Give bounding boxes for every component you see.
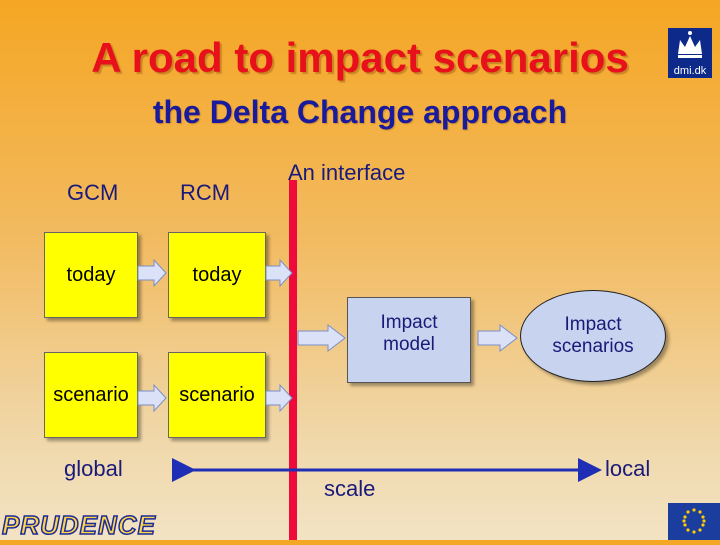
impact-scenarios-ellipse: Impact scenarios	[520, 290, 666, 382]
arrow-gcm-to-rcm-today	[137, 258, 167, 288]
slide-subtitle: the Delta Change approach	[152, 94, 568, 130]
gcm-scenario-box: scenario	[44, 352, 138, 438]
rcm-today-box: today	[168, 232, 266, 318]
interface-label: An interface	[288, 160, 406, 185]
impact-model-box: Impact model	[347, 297, 471, 383]
impact-model-line2: model	[383, 334, 435, 355]
scale-center-label: scale	[324, 476, 376, 501]
interface-bar	[289, 180, 297, 540]
impact-model-line1: Impact	[380, 312, 438, 333]
gcm-today-box: today	[44, 232, 138, 318]
arrow-gcm-to-rcm-scenario	[137, 383, 167, 413]
arrow-rcm-to-interface-scenario	[265, 383, 293, 413]
arrow-rcm-to-interface-today	[265, 258, 293, 288]
gcm-label: GCM	[67, 180, 119, 205]
scale-local-label: local	[605, 456, 651, 481]
crown-icon	[678, 31, 702, 58]
dmi-logo-text: dmi.dk	[673, 65, 707, 77]
flow-arrows	[137, 258, 518, 413]
eu-flag-icon	[668, 503, 720, 540]
rcm-label: RCM	[180, 180, 231, 205]
slide-title: A road to impact scenarios	[91, 34, 629, 81]
arrow-into-impact-model	[297, 323, 346, 353]
prudence-logo: PRUDENCE	[1, 509, 156, 541]
arrow-to-impact-scenarios	[477, 323, 518, 353]
scale-global-label: global	[64, 456, 123, 481]
impact-scenarios-line2: scenarios	[552, 336, 634, 357]
dmi-logo: dmi.dk	[668, 28, 712, 78]
impact-scenarios-line1: Impact	[564, 314, 622, 335]
rcm-scenario-box: scenario	[168, 352, 266, 438]
